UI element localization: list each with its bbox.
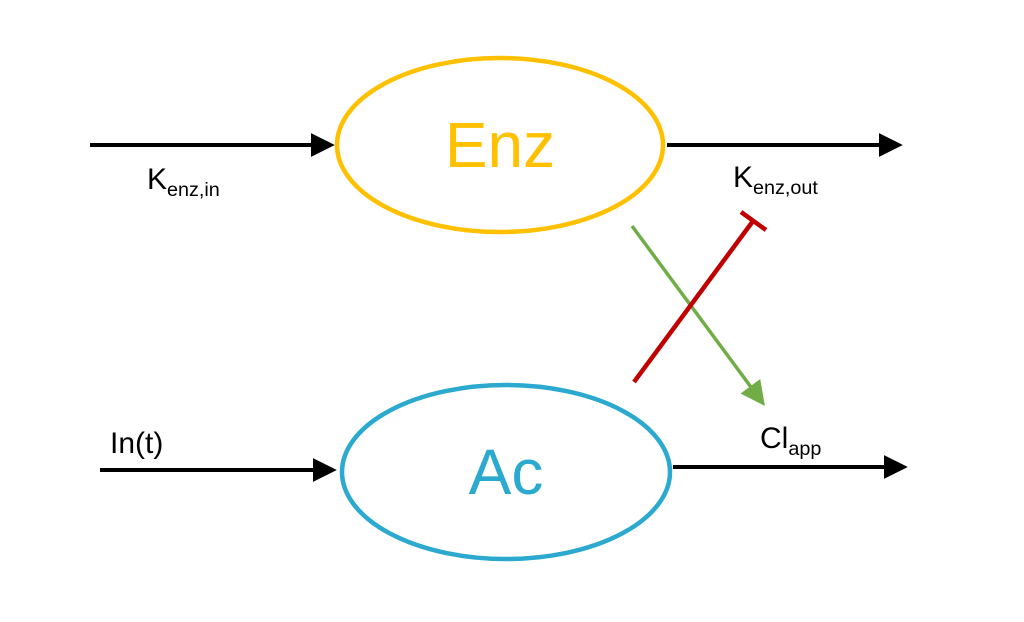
k-enz-in-label: Kenz,in: [147, 163, 220, 202]
enz-node-ellipse: [334, 55, 666, 235]
k-enz-out-base: K: [733, 161, 754, 194]
k-enz-out-subscript: enz,out: [753, 177, 818, 199]
ac-to-kenzout-inhibition-line: [632, 219, 755, 384]
inhibition-tbar-cap: [739, 210, 768, 232]
in-t-base: In(t): [110, 427, 164, 460]
cl-app-label: Clapp: [760, 422, 821, 461]
cl-app-subscript: app: [788, 438, 822, 460]
k-enz-in-base: K: [147, 163, 168, 196]
in-t-label: In(t): [110, 427, 163, 460]
cl-app-base: Cl: [760, 422, 789, 455]
k-enz-out-label: Kenz,out: [733, 161, 818, 200]
enz-node-label: Enz: [444, 109, 556, 181]
enz-to-cl-stimulation-arrow: [630, 224, 765, 406]
k-enz-in-subscript: enz,in: [167, 179, 220, 201]
ac-node-label: Ac: [468, 436, 544, 508]
ac-node-ellipse: [339, 382, 673, 562]
